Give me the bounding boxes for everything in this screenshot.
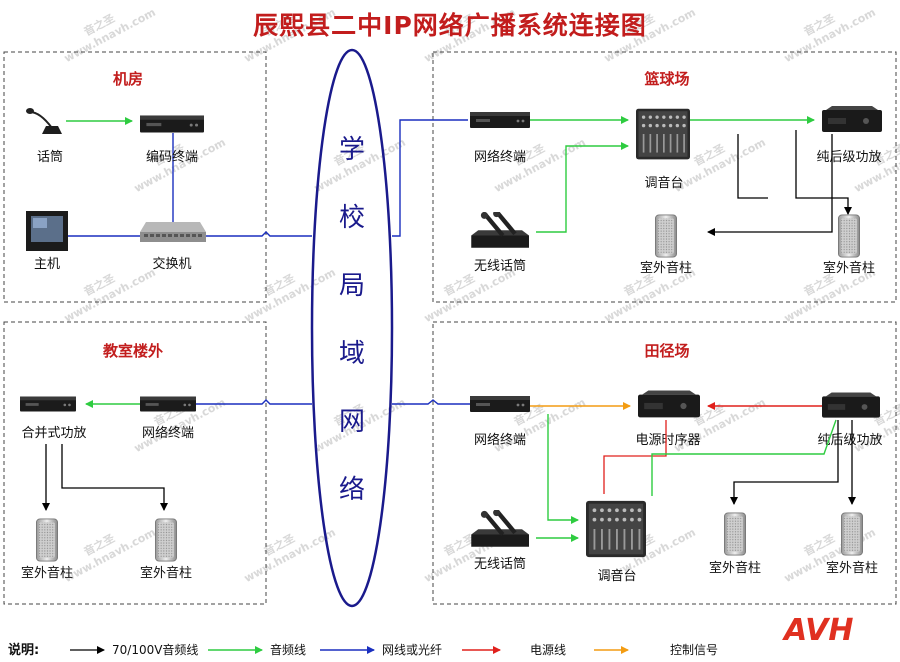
tr-mixer-label: 调音台 <box>597 568 636 584</box>
cl-speaker-a-device[interactable] <box>35 518 59 562</box>
lan-ellipse <box>310 48 394 608</box>
legend-item-label: 网线或光纤 <box>382 643 442 657</box>
legend-item-label: 控制信号 <box>670 643 718 657</box>
bb-speaker-b-device[interactable] <box>837 214 861 258</box>
bb-amplifier-device[interactable] <box>822 106 882 132</box>
watermark-text: 音之圣www.hnavh.com <box>125 383 228 456</box>
cl-terminal-device[interactable] <box>140 396 196 412</box>
bb-terminal-label: 网络终端 <box>474 149 526 165</box>
tr-amplifier-label: 纯后级功放 <box>817 433 882 448</box>
speaker-line <box>737 134 768 199</box>
legend-title: 说明: <box>8 642 39 658</box>
lan-char: 网 <box>339 407 365 437</box>
tr-speaker-b-device[interactable] <box>840 512 864 556</box>
machine-room: 机房 话筒 编码终端 主机 交换机 <box>26 70 206 272</box>
cl-combined-amp-label: 合并式功放 <box>21 426 86 441</box>
lan-char: 络 <box>339 475 365 505</box>
lan-char: 局 <box>339 271 365 301</box>
bb-terminal-device[interactable] <box>470 112 530 128</box>
tr-wireless-mic-label: 无线话筒 <box>474 556 526 572</box>
watermark-text: 音之圣www.hnavh.com <box>235 253 338 326</box>
lan-to-basketball-cable <box>392 119 468 237</box>
audio-line <box>536 142 629 233</box>
legend-item-label: 70/100V音频线 <box>112 642 198 657</box>
tr-terminal-label: 网络终端 <box>474 432 526 448</box>
section-heading: 机房 <box>113 70 143 88</box>
power-line <box>603 420 667 494</box>
switch-label: 交换机 <box>152 256 191 272</box>
classroom-frame <box>3 321 267 605</box>
lan-label: 学 校 局 域 网 络 <box>339 135 365 505</box>
audio-line <box>547 414 579 524</box>
tr-speaker-a-label: 室外音柱 <box>709 560 761 576</box>
classroom-to-lan-cable <box>196 399 312 405</box>
lan-to-track-cable <box>392 399 470 405</box>
legend: 说明: 70/100V音频线 音频线 网线或光纤 电源线 控制信号 <box>8 642 718 658</box>
cl-speaker-b-device[interactable] <box>154 518 178 562</box>
section-frames <box>3 51 897 605</box>
bb-amplifier-label: 纯后级功放 <box>816 150 881 165</box>
cl-speaker-a-label: 室外音柱 <box>21 565 73 581</box>
lan-char: 校 <box>339 203 365 233</box>
lan-char: 域 <box>339 339 365 369</box>
section-heading: 篮球场 <box>643 70 689 88</box>
cl-terminal-label: 网络终端 <box>142 425 194 441</box>
host-label: 主机 <box>34 257 60 272</box>
track-frame <box>432 321 897 605</box>
switch-device[interactable] <box>140 222 206 242</box>
legend-item-label: 音频线 <box>270 642 306 657</box>
legend-item-label: 电源线 <box>530 643 566 657</box>
lan-char: 学 <box>339 135 365 165</box>
speaker-line <box>795 130 852 215</box>
bb-speaker-a-label: 室外音柱 <box>640 260 692 276</box>
watermark-text: 音之圣www.hnavh.com <box>415 513 518 586</box>
brand-logo: AVH <box>782 613 854 648</box>
bb-mixer-device[interactable] <box>636 108 690 160</box>
host-device[interactable] <box>26 211 68 251</box>
watermark-text: 音之圣www.hnavh.com <box>55 253 158 326</box>
bb-speaker-b-label: 室外音柱 <box>823 260 875 276</box>
tr-wireless-mic-device[interactable] <box>471 509 529 547</box>
basketball-frame <box>432 51 897 303</box>
bb-mixer-label: 调音台 <box>644 175 683 191</box>
mic-device[interactable] <box>26 108 62 134</box>
encoder-label: 编码终端 <box>146 149 198 165</box>
bb-wireless-mic-label: 无线话筒 <box>474 258 526 274</box>
tr-terminal-device[interactable] <box>470 396 530 412</box>
machine-room-frame <box>3 51 267 303</box>
switch-to-lan-cable <box>206 231 312 237</box>
basketball-court: 篮球场 网络终端 调音台 纯后级功放 无线话筒 室外音柱 室外音柱 <box>470 70 882 276</box>
mic-label: 话筒 <box>37 149 63 165</box>
tr-mixer-device[interactable] <box>586 500 646 558</box>
tr-sequencer-label: 电源时序器 <box>635 433 700 448</box>
encoder-device[interactable] <box>140 115 204 133</box>
speaker-line <box>730 420 839 505</box>
bb-wireless-mic-device[interactable] <box>471 210 529 248</box>
track-field: 田径场 网络终端 电源时序器 纯后级功放 调音台 无线话筒 室外音柱 室外音柱 <box>470 342 883 584</box>
tr-speaker-b-label: 室外音柱 <box>826 560 878 576</box>
page-title: 辰熙县二中IP网络广播系统连接图 <box>253 11 647 40</box>
tr-speaker-a-device[interactable] <box>723 512 747 556</box>
classroom-exterior: 教室楼外 合并式功放 网络终端 室外音柱 室外音柱 <box>20 342 196 581</box>
section-heading: 田径场 <box>644 342 689 360</box>
bb-speaker-a-device[interactable] <box>654 214 678 258</box>
cl-combined-amp-device[interactable] <box>20 396 76 412</box>
cl-speaker-b-label: 室外音柱 <box>140 565 192 581</box>
section-heading: 教室楼外 <box>102 342 163 360</box>
speaker-line <box>707 134 833 236</box>
speaker-line <box>61 444 168 511</box>
tr-sequencer-device[interactable] <box>638 390 700 418</box>
audio-line <box>651 419 837 496</box>
network-cables <box>68 119 470 405</box>
tr-amplifier-device[interactable] <box>822 392 880 418</box>
